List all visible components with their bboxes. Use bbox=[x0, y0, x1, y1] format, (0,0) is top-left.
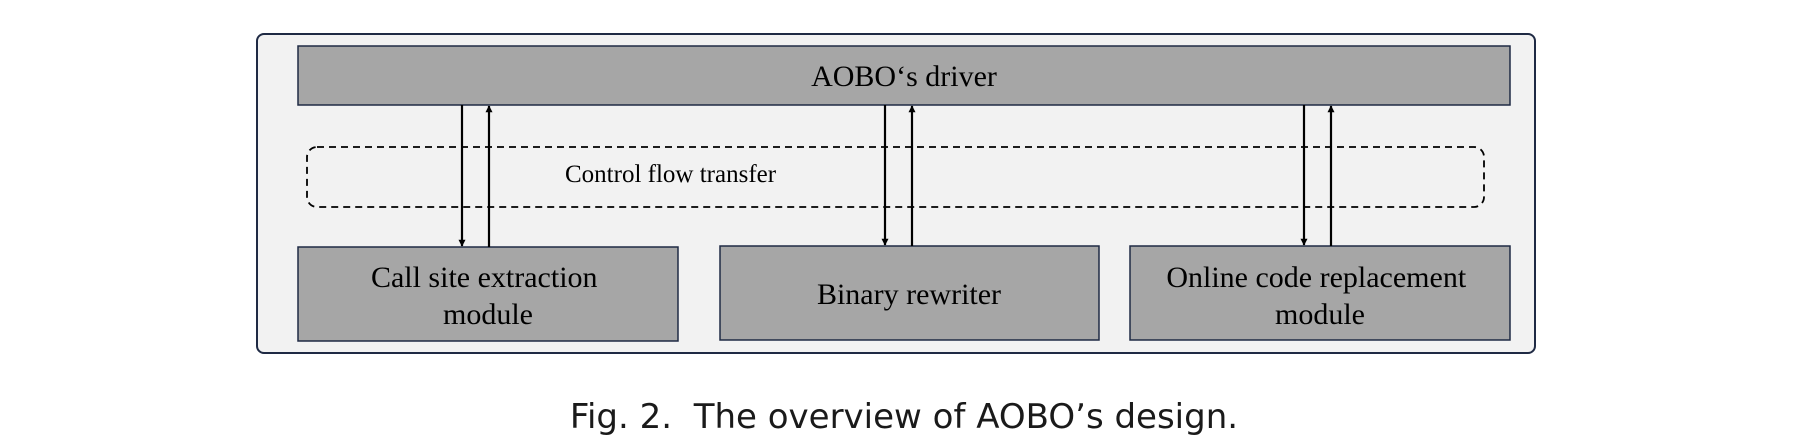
control-flow-label: Control flow transfer bbox=[565, 161, 777, 188]
driver-box bbox=[297, 45, 1511, 106]
online-code-replacement-line-2: module bbox=[1275, 298, 1365, 331]
binary-rewriter-box bbox=[719, 245, 1100, 341]
online-code-replacement-line-1: Online code replacement bbox=[1166, 261, 1467, 294]
binary-rewriter-label: Binary rewriter bbox=[817, 278, 1001, 311]
call-site-extraction-module-box bbox=[297, 246, 679, 342]
online-code-replacement-module-label: Online code replacement module bbox=[1166, 261, 1473, 331]
control-flow-region bbox=[306, 146, 1485, 208]
driver-label: AOBO‘s driver bbox=[811, 60, 997, 93]
online-code-replacement-module-box bbox=[1129, 245, 1511, 341]
call-site-extraction-line-2: module bbox=[443, 298, 533, 331]
call-site-extraction-line-1: Call site extraction bbox=[371, 261, 598, 294]
figure-caption: Fig. 2. The overview of AOBO’s design. bbox=[570, 397, 1238, 437]
call-site-extraction-module-label: Call site extraction module bbox=[371, 261, 605, 331]
